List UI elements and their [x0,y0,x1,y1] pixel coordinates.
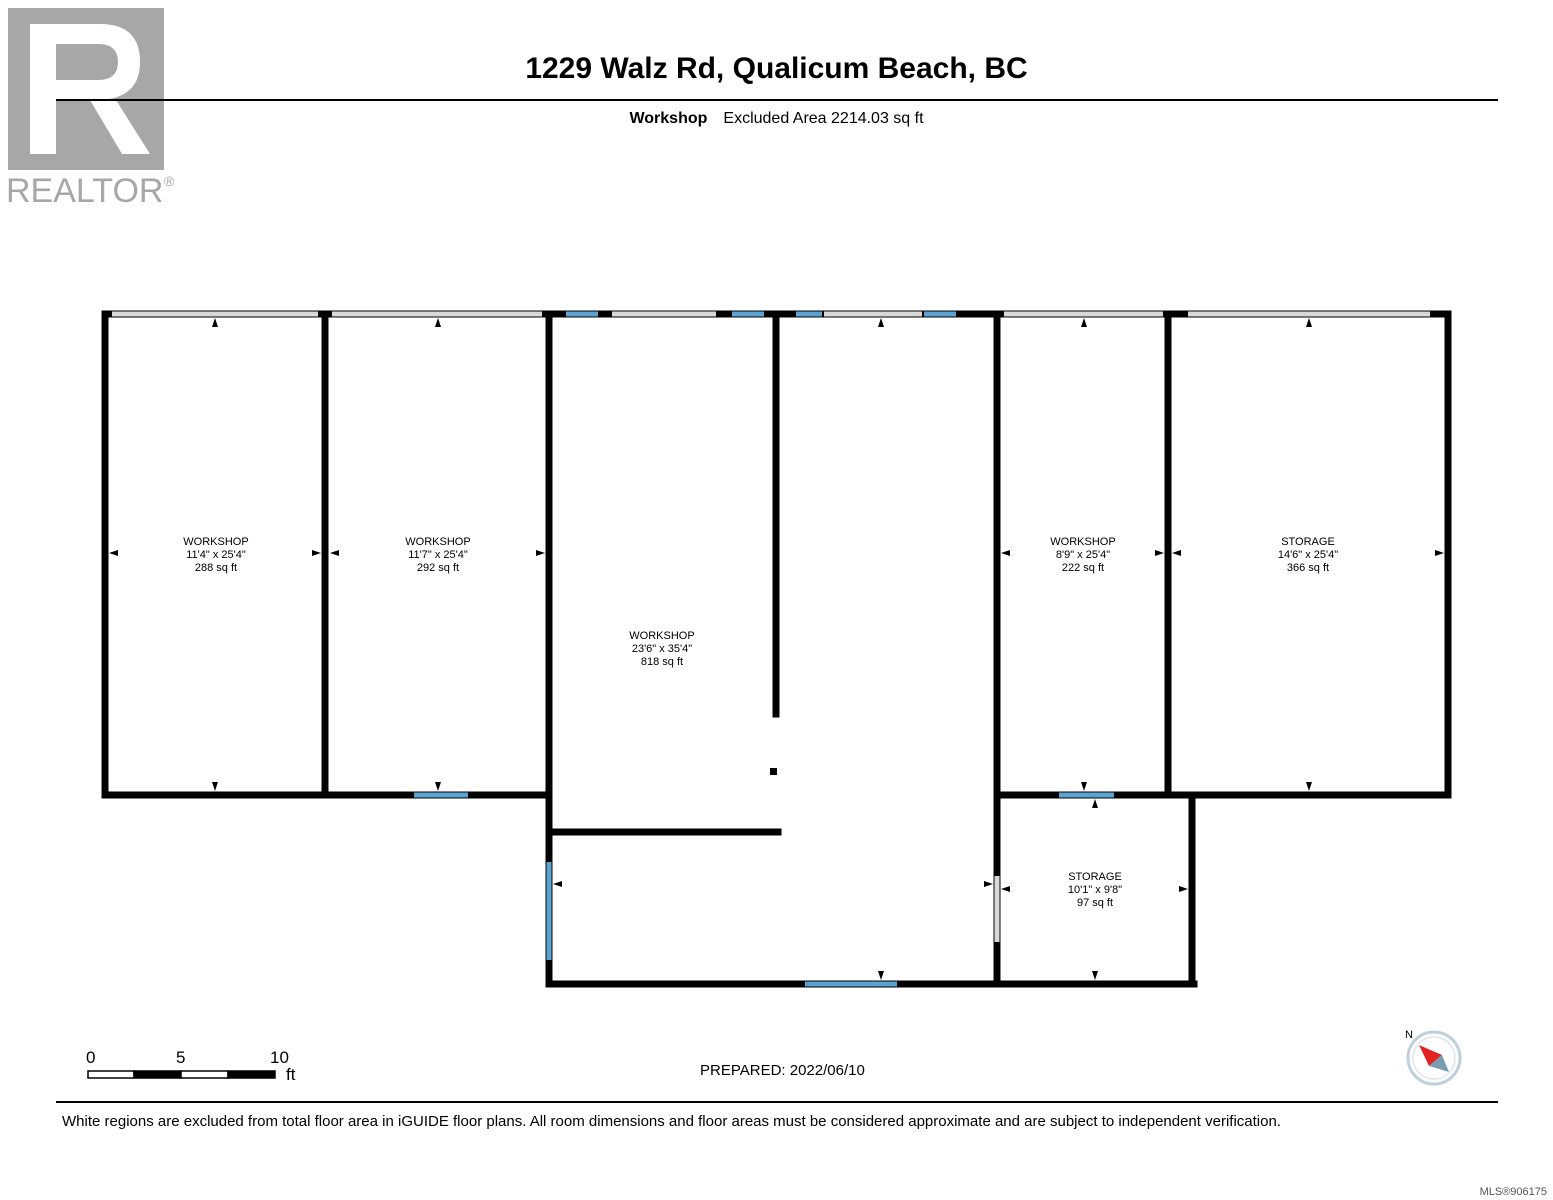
scale-unit: ft [286,1065,296,1084]
property-address: 1229 Walz Rd, Qualicum Beach, BC [525,52,1028,85]
room-dimensions: 23'6" x 35'4" [631,643,693,655]
room-label-storage-2: STORAGE 10'1" x 9'8" 97 sq ft [1068,871,1122,910]
room-name: STORAGE [1281,536,1335,548]
room-area: 222 sq ft [1061,562,1105,574]
room-dimensions: 11'7" x 25'4" [408,549,468,561]
room-label-workshop-4: WORKSHOP 8'9" x 25'4" 222 sq ft [1050,536,1115,575]
compass-north-label: N [1405,1029,1413,1041]
excluded-area: Excluded Area 2214.03 sq ft [723,110,924,127]
scale-bar [87,1070,276,1079]
dimension-arrows [109,318,1444,980]
floor-name: Workshop [629,110,708,127]
footer-divider [56,1101,1498,1103]
registered-mark: ® [164,173,175,189]
walls [101,310,1452,988]
column-post [770,768,777,775]
realtor-logo-text: REALTOR [6,172,163,210]
openings [112,311,1430,942]
room-name: STORAGE [1068,871,1122,883]
room-area: 366 sq ft [1286,562,1330,574]
prepared-date: PREPARED: 2022/06/10 [700,1062,865,1079]
realtor-logo: REALTOR ® [6,8,175,210]
room-label-workshop-1: WORKSHOP 11'4" x 25'4" 288 sq ft [183,536,248,575]
scale-tick-5: 5 [176,1048,186,1067]
room-dimensions: 8'9" x 25'4" [1055,549,1111,561]
room-area: 292 sq ft [416,562,460,574]
scale-tick-10: 10 [270,1048,289,1067]
compass-icon: N [1405,1029,1462,1086]
windows [414,311,1114,987]
room-label-storage-1: STORAGE 14'6" x 25'4" 366 sq ft [1278,536,1338,575]
disclaimer: White regions are excluded from total fl… [62,1113,1281,1130]
mls-number: MLS®906175 [1479,1186,1547,1198]
room-label-workshop-3: WORKSHOP 23'6" x 35'4" 818 sq ft [629,630,694,669]
floor-subtitle: Workshop Excluded Area 2214.03 sq ft [0,110,1553,128]
room-label-workshop-2: WORKSHOP 11'7" x 25'4" 292 sq ft [405,536,470,575]
room-dimensions: 14'6" x 25'4" [1277,549,1339,561]
room-dimensions: 10'1" x 9'8" [1067,884,1123,896]
room-name: WORKSHOP [405,536,471,548]
room-area: 818 sq ft [640,656,684,668]
room-name: WORKSHOP [629,630,695,642]
room-dimensions: 11'4" x 25'4" [186,549,246,561]
room-name: WORKSHOP [1050,536,1116,548]
room-area: 97 sq ft [1076,897,1114,909]
scale-tick-0: 0 [86,1048,96,1067]
header-divider [56,99,1498,101]
room-name: WORKSHOP [183,536,249,548]
room-area: 288 sq ft [194,562,238,574]
